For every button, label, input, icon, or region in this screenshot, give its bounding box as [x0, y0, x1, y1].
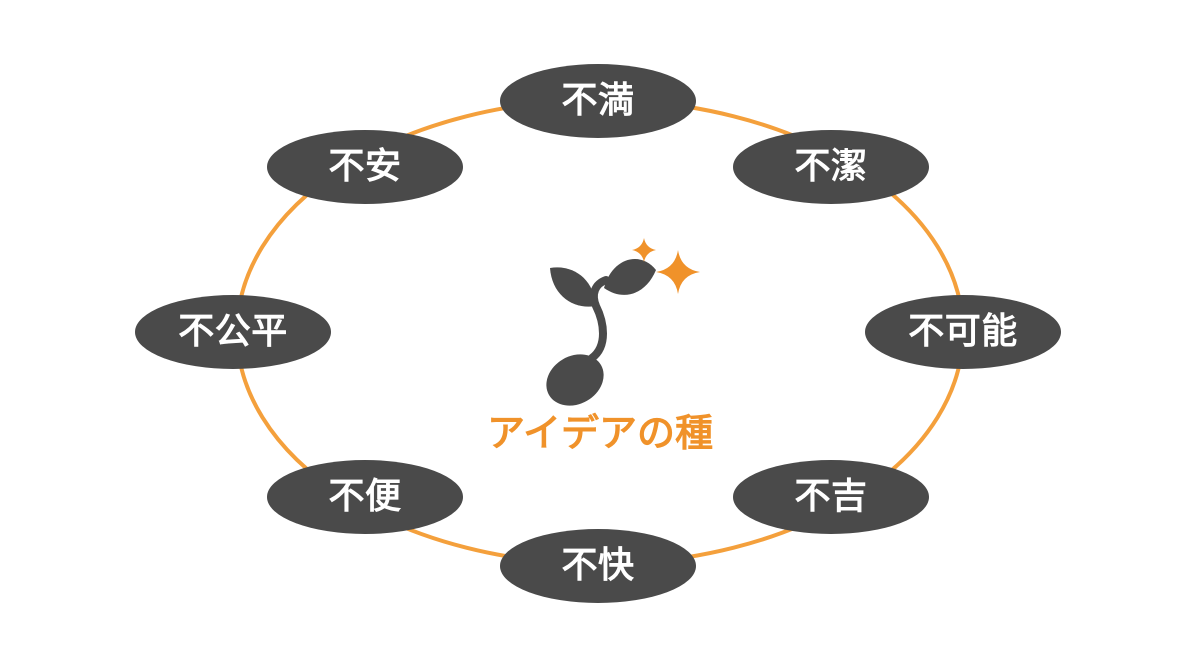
node-label: 不可能	[908, 311, 1018, 352]
node-fuben: 不便	[267, 460, 463, 534]
node-fuan: 不安	[267, 130, 463, 204]
node-label: 不快	[561, 545, 635, 586]
node-fukanou: 不可能	[865, 295, 1061, 369]
sparkle-icon	[632, 238, 700, 294]
node-label: 不吉	[794, 476, 868, 517]
node-label: 不安	[328, 146, 402, 187]
node-fukai: 不快	[500, 529, 696, 603]
node-fuman: 不満	[500, 64, 696, 138]
center-title: アイデアの種	[486, 411, 714, 455]
node-fukitsu: 不吉	[733, 460, 929, 534]
node-label: 不潔	[794, 146, 868, 187]
sprout-icon	[546, 258, 656, 406]
node-fuketsu: 不潔	[733, 130, 929, 204]
node-label: 不公平	[178, 311, 288, 352]
node-fukouhei: 不公平	[135, 295, 331, 369]
node-label: 不便	[328, 476, 402, 517]
node-label: 不満	[561, 80, 635, 121]
